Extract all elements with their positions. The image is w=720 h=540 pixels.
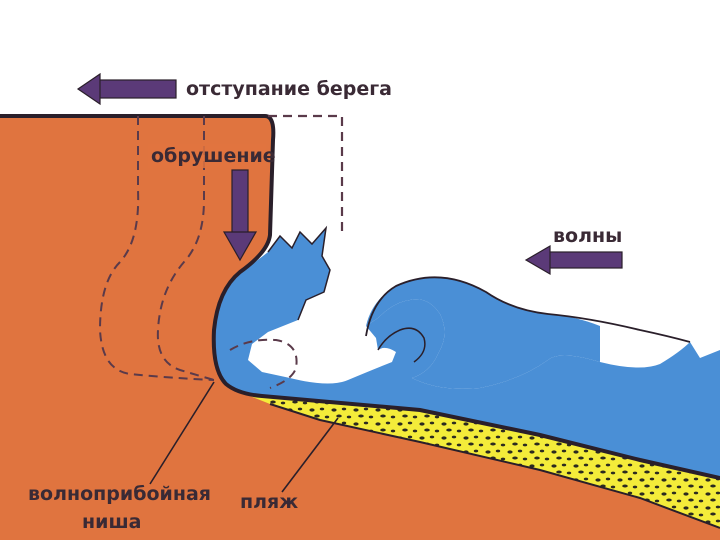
retreat-label: отступание берега [186,78,392,100]
collapse-label: обрушение [151,145,276,167]
waves-label: волны [553,225,622,247]
waves-arrow [526,246,622,274]
beach-label: пляж [240,491,298,513]
notch-label-line2: ниша [82,511,141,533]
notch-label-line1: волноприбойная [28,483,211,505]
retreat-arrow [78,74,176,104]
former-cliff-outline [268,116,342,232]
